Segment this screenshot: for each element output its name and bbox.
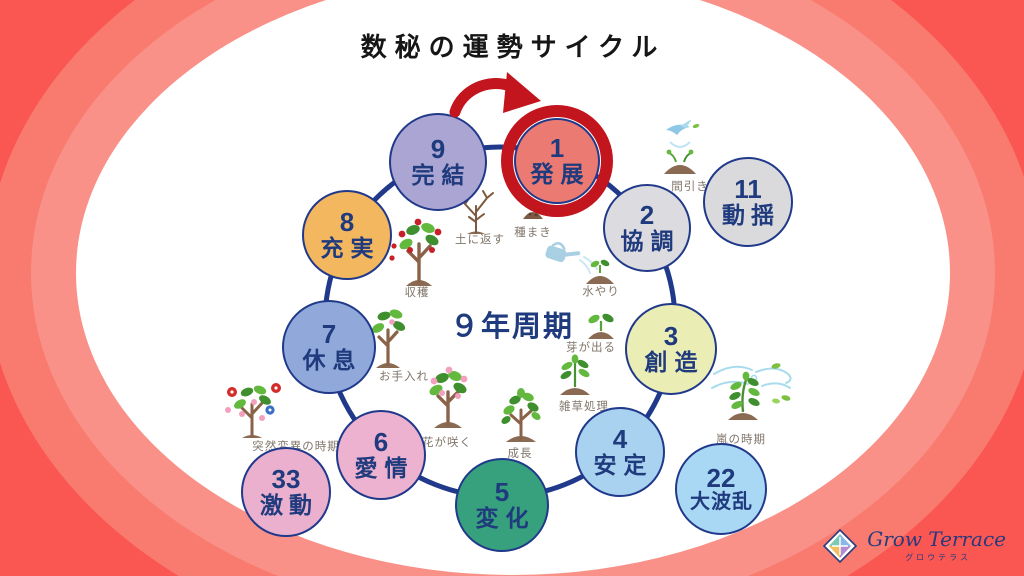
mutant-tree-icon (225, 383, 281, 438)
seed-mound-icon (523, 212, 543, 219)
process-label-return-to-soil: 土に返す (455, 234, 505, 246)
logo-mark-icon (823, 528, 858, 564)
sprout-icon (588, 313, 614, 339)
stage-number: 5 (494, 476, 510, 507)
stage-circle-2: 2 協調 (603, 184, 691, 272)
stage-number: 6 (373, 426, 389, 457)
stage-label: 激動 (260, 491, 318, 518)
stage-label: 休息 (302, 346, 363, 373)
blossom-tree-icon (429, 366, 468, 428)
process-label-seeding: 種まき (514, 227, 552, 239)
stage-label: 創造 (644, 348, 705, 375)
stage-circle-11: 11 動揺 (703, 157, 793, 247)
stage-label: 大波乱 (690, 490, 753, 513)
stage-number: 7 (321, 318, 337, 349)
stage-label: 動揺 (722, 201, 780, 228)
stage-number: 11 (734, 173, 762, 204)
logo: Grow Terrace グロウテラス (822, 528, 1006, 564)
stage-circle-22: 22 大波乱 (675, 443, 767, 535)
stage-number: 9 (430, 133, 446, 164)
process-label-thinning: 間引き (671, 181, 709, 193)
stage-circle-1: 1 発展 (514, 118, 600, 204)
stage-number: 2 (639, 199, 655, 230)
stage-circle-6: 6 愛情 (336, 410, 426, 500)
weed-plant-icon (560, 354, 590, 395)
stage-circle-33: 33 激動 (241, 447, 331, 537)
stage-label: 充実 (320, 234, 381, 261)
page-title: 数秘の運勢サイクル (360, 32, 666, 62)
stage-label: 協調 (620, 227, 681, 254)
stage-circle-3: 3 創造 (625, 303, 717, 395)
stage-circle-7: 7 休息 (282, 300, 376, 394)
thinning-bird-icon (664, 120, 700, 174)
process-label-harvest: 収穫 (404, 287, 430, 299)
nine-year-cycle-label: ９年周期 (449, 311, 575, 343)
stage-label: 安定 (593, 451, 654, 478)
stage-circle-5: 5 変化 (455, 458, 549, 552)
stage-label: 完結 (411, 161, 472, 188)
stage-number: 4 (612, 423, 628, 454)
stage-number: 3 (663, 320, 679, 351)
stage-number: 8 (339, 206, 355, 237)
stage-circle-8: 8 充実 (302, 190, 392, 280)
process-label-watering: 水やり (582, 286, 620, 298)
stage-label: 変化 (475, 504, 536, 531)
stage-label: 発展 (530, 160, 591, 187)
stage-number: 33 (271, 463, 301, 494)
stage-number: 1 (549, 132, 565, 163)
stage-number: 22 (706, 462, 736, 493)
harvest-tree-icon (389, 218, 442, 286)
process-label-blooming: 花が咲く (422, 437, 472, 449)
stage-label: 愛情 (354, 454, 415, 481)
process-label-care: お手入れ (379, 371, 429, 383)
logo-text: Grow Terrace グロウテラス (867, 529, 1006, 563)
stage-circle-4: 4 安定 (575, 407, 665, 497)
logo-kana: グロウテラス (905, 553, 972, 562)
storm-plant-icon (711, 363, 792, 420)
stage-circle-9: 9 完結 (389, 113, 487, 211)
sapling-icon (501, 388, 541, 442)
logo-name: Grow Terrace (867, 527, 1006, 551)
